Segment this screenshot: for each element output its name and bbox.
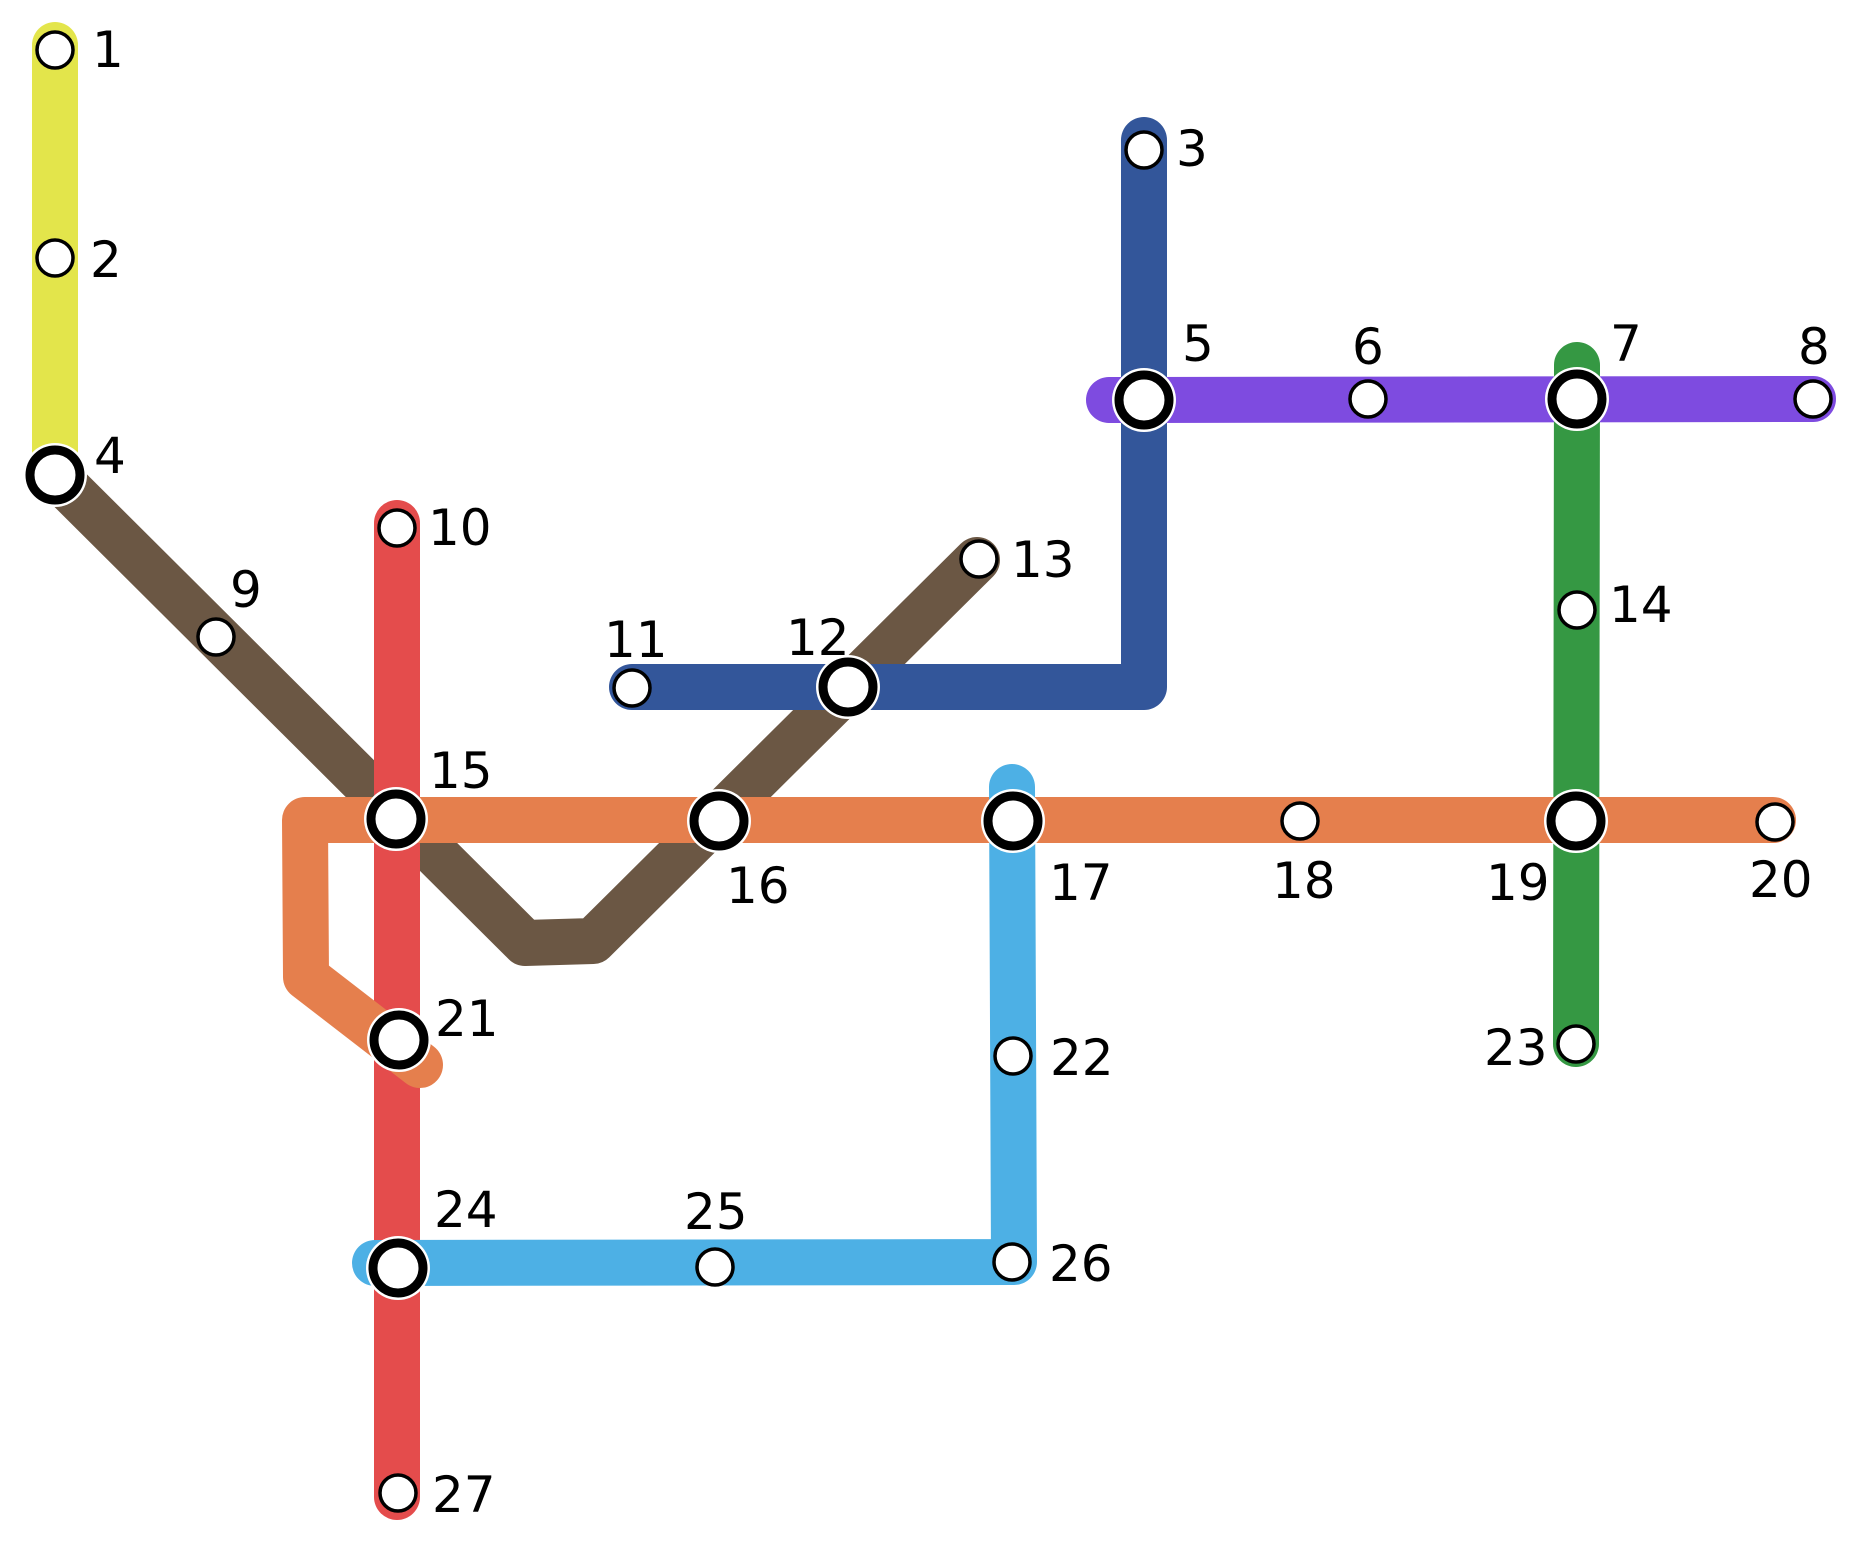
station-label: 1 bbox=[92, 21, 124, 79]
station-marker[interactable] bbox=[1124, 130, 1164, 170]
station-label: 8 bbox=[1798, 318, 1830, 376]
line-brown bbox=[32, 452, 1000, 966]
station-marker[interactable] bbox=[196, 617, 236, 657]
station-marker[interactable] bbox=[612, 668, 652, 708]
line-green bbox=[1553, 342, 1600, 1067]
station-marker[interactable] bbox=[959, 539, 999, 579]
line-navy bbox=[609, 117, 1167, 710]
lines bbox=[32, 22, 1836, 1520]
station-label: 14 bbox=[1609, 576, 1673, 634]
station-marker[interactable] bbox=[369, 1010, 429, 1070]
station-label: 5 bbox=[1182, 315, 1214, 373]
station-labels: 1 2 3 4 5 6 7 8 9 10 11 12 13 14 15 16 1… bbox=[90, 21, 1830, 1524]
station-label: 26 bbox=[1049, 1235, 1113, 1293]
station-label: 2 bbox=[90, 231, 122, 289]
station-marker[interactable] bbox=[1280, 801, 1320, 841]
station-label: 16 bbox=[726, 857, 790, 915]
station-marker[interactable] bbox=[378, 1473, 418, 1513]
station-label: 7 bbox=[1610, 315, 1642, 373]
station-label: 3 bbox=[1176, 120, 1208, 178]
station-marker[interactable] bbox=[1793, 379, 1833, 419]
station-marker[interactable] bbox=[366, 789, 426, 849]
station-label: 25 bbox=[684, 1183, 748, 1241]
station-label: 21 bbox=[435, 990, 499, 1048]
station-label: 11 bbox=[604, 611, 668, 669]
station-marker[interactable] bbox=[1546, 791, 1606, 851]
station-label: 4 bbox=[94, 427, 126, 485]
station-marker[interactable] bbox=[1547, 369, 1607, 429]
station-marker[interactable] bbox=[25, 445, 85, 505]
station-label: 17 bbox=[1049, 854, 1113, 912]
line-purple bbox=[1086, 376, 1836, 423]
station-label: 13 bbox=[1011, 531, 1075, 589]
station-marker[interactable] bbox=[1556, 1024, 1596, 1064]
station-label: 19 bbox=[1486, 854, 1550, 912]
station-marker[interactable] bbox=[35, 238, 75, 278]
station-label: 15 bbox=[429, 742, 493, 800]
station-marker[interactable] bbox=[1348, 379, 1388, 419]
stations bbox=[23, 30, 1833, 1513]
station-marker[interactable] bbox=[1557, 590, 1597, 630]
station-marker[interactable] bbox=[1755, 802, 1795, 842]
station-marker[interactable] bbox=[992, 1242, 1032, 1282]
station-marker[interactable] bbox=[983, 791, 1043, 851]
station-label: 12 bbox=[786, 609, 850, 667]
station-label: 9 bbox=[230, 561, 262, 619]
station-label: 27 bbox=[432, 1466, 496, 1524]
station-marker[interactable] bbox=[993, 1036, 1033, 1076]
station-label: 24 bbox=[434, 1181, 498, 1239]
station-marker[interactable] bbox=[377, 508, 417, 548]
station-label: 22 bbox=[1050, 1029, 1114, 1087]
station-label: 6 bbox=[1352, 318, 1384, 376]
station-label: 10 bbox=[428, 499, 492, 557]
station-marker[interactable] bbox=[689, 791, 749, 851]
station-marker[interactable] bbox=[368, 1238, 428, 1298]
station-marker[interactable] bbox=[818, 657, 878, 717]
station-label: 23 bbox=[1484, 1019, 1548, 1077]
station-marker[interactable] bbox=[1114, 370, 1174, 430]
station-marker[interactable] bbox=[35, 30, 75, 70]
station-label: 20 bbox=[1749, 851, 1813, 909]
station-label: 18 bbox=[1272, 852, 1336, 910]
station-marker[interactable] bbox=[695, 1247, 735, 1287]
